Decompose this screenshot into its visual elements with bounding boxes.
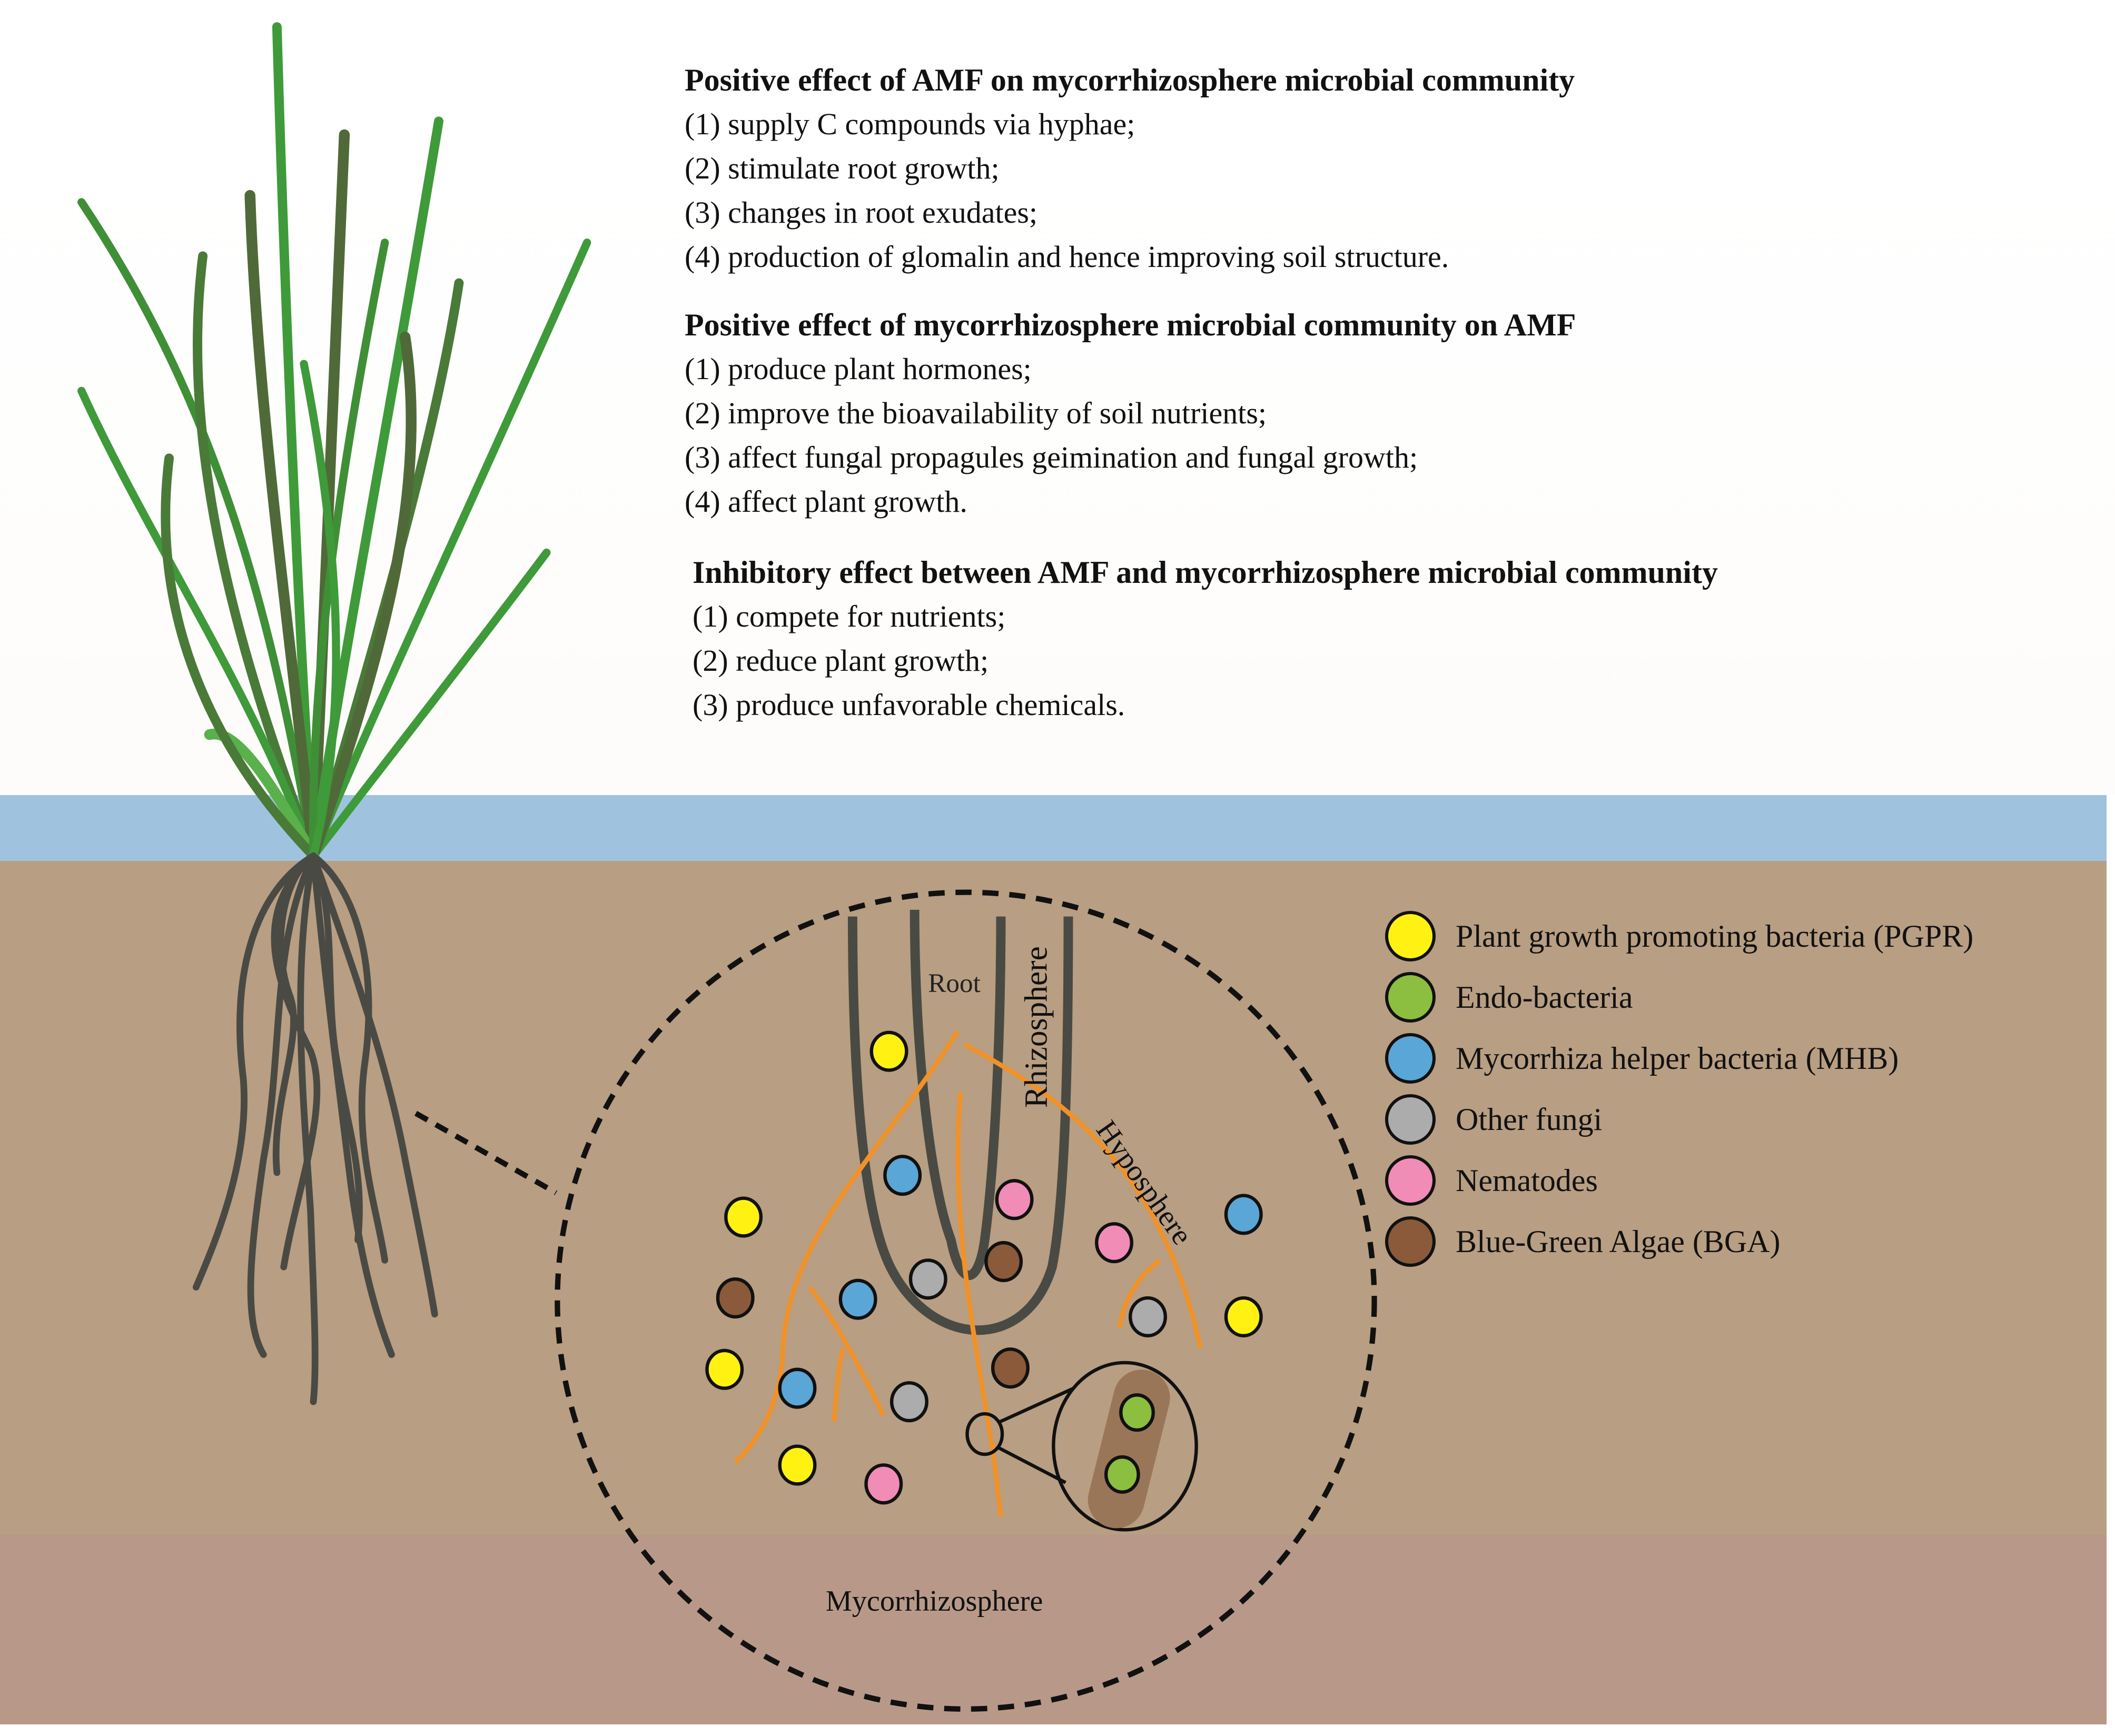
block-item: (4) production of glomalin and hence imp… [685, 240, 1449, 274]
block-item: (3) affect fungal propagules geimination… [685, 440, 1418, 474]
block-heading: Positive effect of mycorrhizosphere micr… [685, 307, 1576, 342]
mycorrhizosphere-label: Mycorrhizosphere [826, 1585, 1043, 1618]
mhb-microbe [778, 1367, 817, 1409]
nematode-microbe [1095, 1222, 1133, 1264]
legend-item-bga: Blue-Green Algae (BGA) [1385, 1211, 1973, 1272]
endo-swatch-icon [1385, 972, 1436, 1023]
magnifier-source [965, 1412, 1004, 1456]
endo-bacteria-microbe [1104, 1455, 1140, 1494]
zoom-leader-line [414, 1110, 558, 1195]
nematode-microbe [995, 1179, 1034, 1221]
pgpr-microbe [724, 1196, 763, 1238]
pgpr-microbe [705, 1348, 744, 1390]
block-item: (4) affect plant growth. [685, 484, 967, 519]
fungi-swatch-icon [1385, 1094, 1436, 1145]
magnifier-line [997, 1446, 1066, 1484]
text-block-inhibitory: Inhibitory effect between AMF and mycorr… [693, 550, 1718, 727]
mhb-microbe [883, 1155, 922, 1196]
root-label: Root [928, 968, 981, 998]
block-heading: Inhibitory effect between AMF and mycorr… [693, 555, 1718, 590]
block-item: (2) improve the bioavailability of soil … [685, 396, 1267, 430]
legend-item-fungi: Other fungi [1385, 1089, 1973, 1150]
plant-roots [192, 852, 438, 1405]
leaf [244, 190, 319, 861]
mhb-swatch-icon [1385, 1033, 1436, 1084]
leaf [309, 548, 551, 860]
bga-microbe [991, 1347, 1030, 1389]
leaf [308, 331, 417, 861]
pgpr-microbe [869, 1030, 908, 1072]
legend-label: Plant growth promoting bacteria (PGPR) [1456, 918, 1974, 954]
leaf [161, 453, 318, 861]
text-block-amf-positive: Positive effect of AMF on mycorrhizosphe… [685, 58, 1575, 279]
legend-label: Nematodes [1456, 1163, 1598, 1198]
nematodes-swatch-icon [1385, 1155, 1436, 1206]
block-item: (3) produce unfavorable chemicals. [693, 688, 1125, 722]
leaf [77, 198, 318, 860]
pgpr-microbe [1224, 1296, 1263, 1337]
fungi-microbe [908, 1258, 947, 1300]
legend-label: Blue-Green Algae (BGA) [1456, 1224, 1781, 1259]
leaf [77, 386, 318, 860]
legend-label: Mycorrhiza helper bacteria (MHB) [1456, 1040, 1899, 1076]
bga-microbe [984, 1241, 1023, 1282]
legend-item-mhb: Mycorrhiza helper bacteria (MHB) [1385, 1028, 1973, 1089]
legend-item-endo: Endo-bacteria [1385, 967, 1973, 1028]
legend-item-pgpr: Plant growth promoting bacteria (PGPR) [1385, 906, 1973, 967]
root-inner-outline [910, 909, 1006, 1280]
block-item: (1) produce plant hormones; [685, 352, 1032, 386]
rhizosphere-label: Rhizosphere [1019, 946, 1054, 1108]
leaf [300, 360, 340, 860]
block-heading: Positive effect of AMF on mycorrhizosphe… [685, 63, 1575, 97]
subsoil-layer [0, 1535, 2107, 1724]
mycorrhizosphere-boundary [555, 889, 1377, 1712]
legend-item-nematodes: Nematodes [1385, 1150, 1973, 1211]
block-item: (1) supply C compounds via hyphae; [685, 107, 1135, 141]
mhb-microbe [1224, 1194, 1263, 1235]
pgpr-swatch-icon [1385, 911, 1436, 961]
magnifier-lens [1052, 1361, 1198, 1532]
legend: Plant growth promoting bacteria (PGPR) E… [1385, 906, 1973, 1272]
fungi-microbe [890, 1381, 928, 1423]
bga-swatch-icon [1385, 1216, 1436, 1267]
mhb-microbe [838, 1278, 877, 1320]
grass-leaves [77, 22, 591, 861]
root-cell [1088, 1370, 1170, 1529]
legend-label: Other fungi [1456, 1102, 1603, 1137]
microbe-group [705, 1030, 1263, 1505]
endo-bacteria-microbe [1119, 1393, 1155, 1432]
bga-microbe [716, 1277, 755, 1319]
block-item: (3) changes in root exudates; [685, 195, 1038, 230]
text-block-community-positive: Positive effect of mycorrhizosphere micr… [685, 303, 1576, 524]
magnifier-line [999, 1386, 1075, 1424]
endo-bacteria-magnifier [965, 1361, 1198, 1532]
leaf [272, 22, 318, 861]
fungi-microbe [1129, 1296, 1167, 1337]
block-item: (1) compete for nutrients; [693, 599, 1006, 633]
legend-label: Endo-bacteria [1456, 979, 1633, 1015]
pgpr-microbe [778, 1444, 817, 1486]
block-item: (2) stimulate root growth; [685, 151, 1000, 185]
amf-hyphae [734, 1029, 1203, 1517]
nematode-microbe [864, 1463, 903, 1505]
leaf [309, 239, 591, 860]
block-item: (2) reduce plant growth; [693, 643, 989, 678]
